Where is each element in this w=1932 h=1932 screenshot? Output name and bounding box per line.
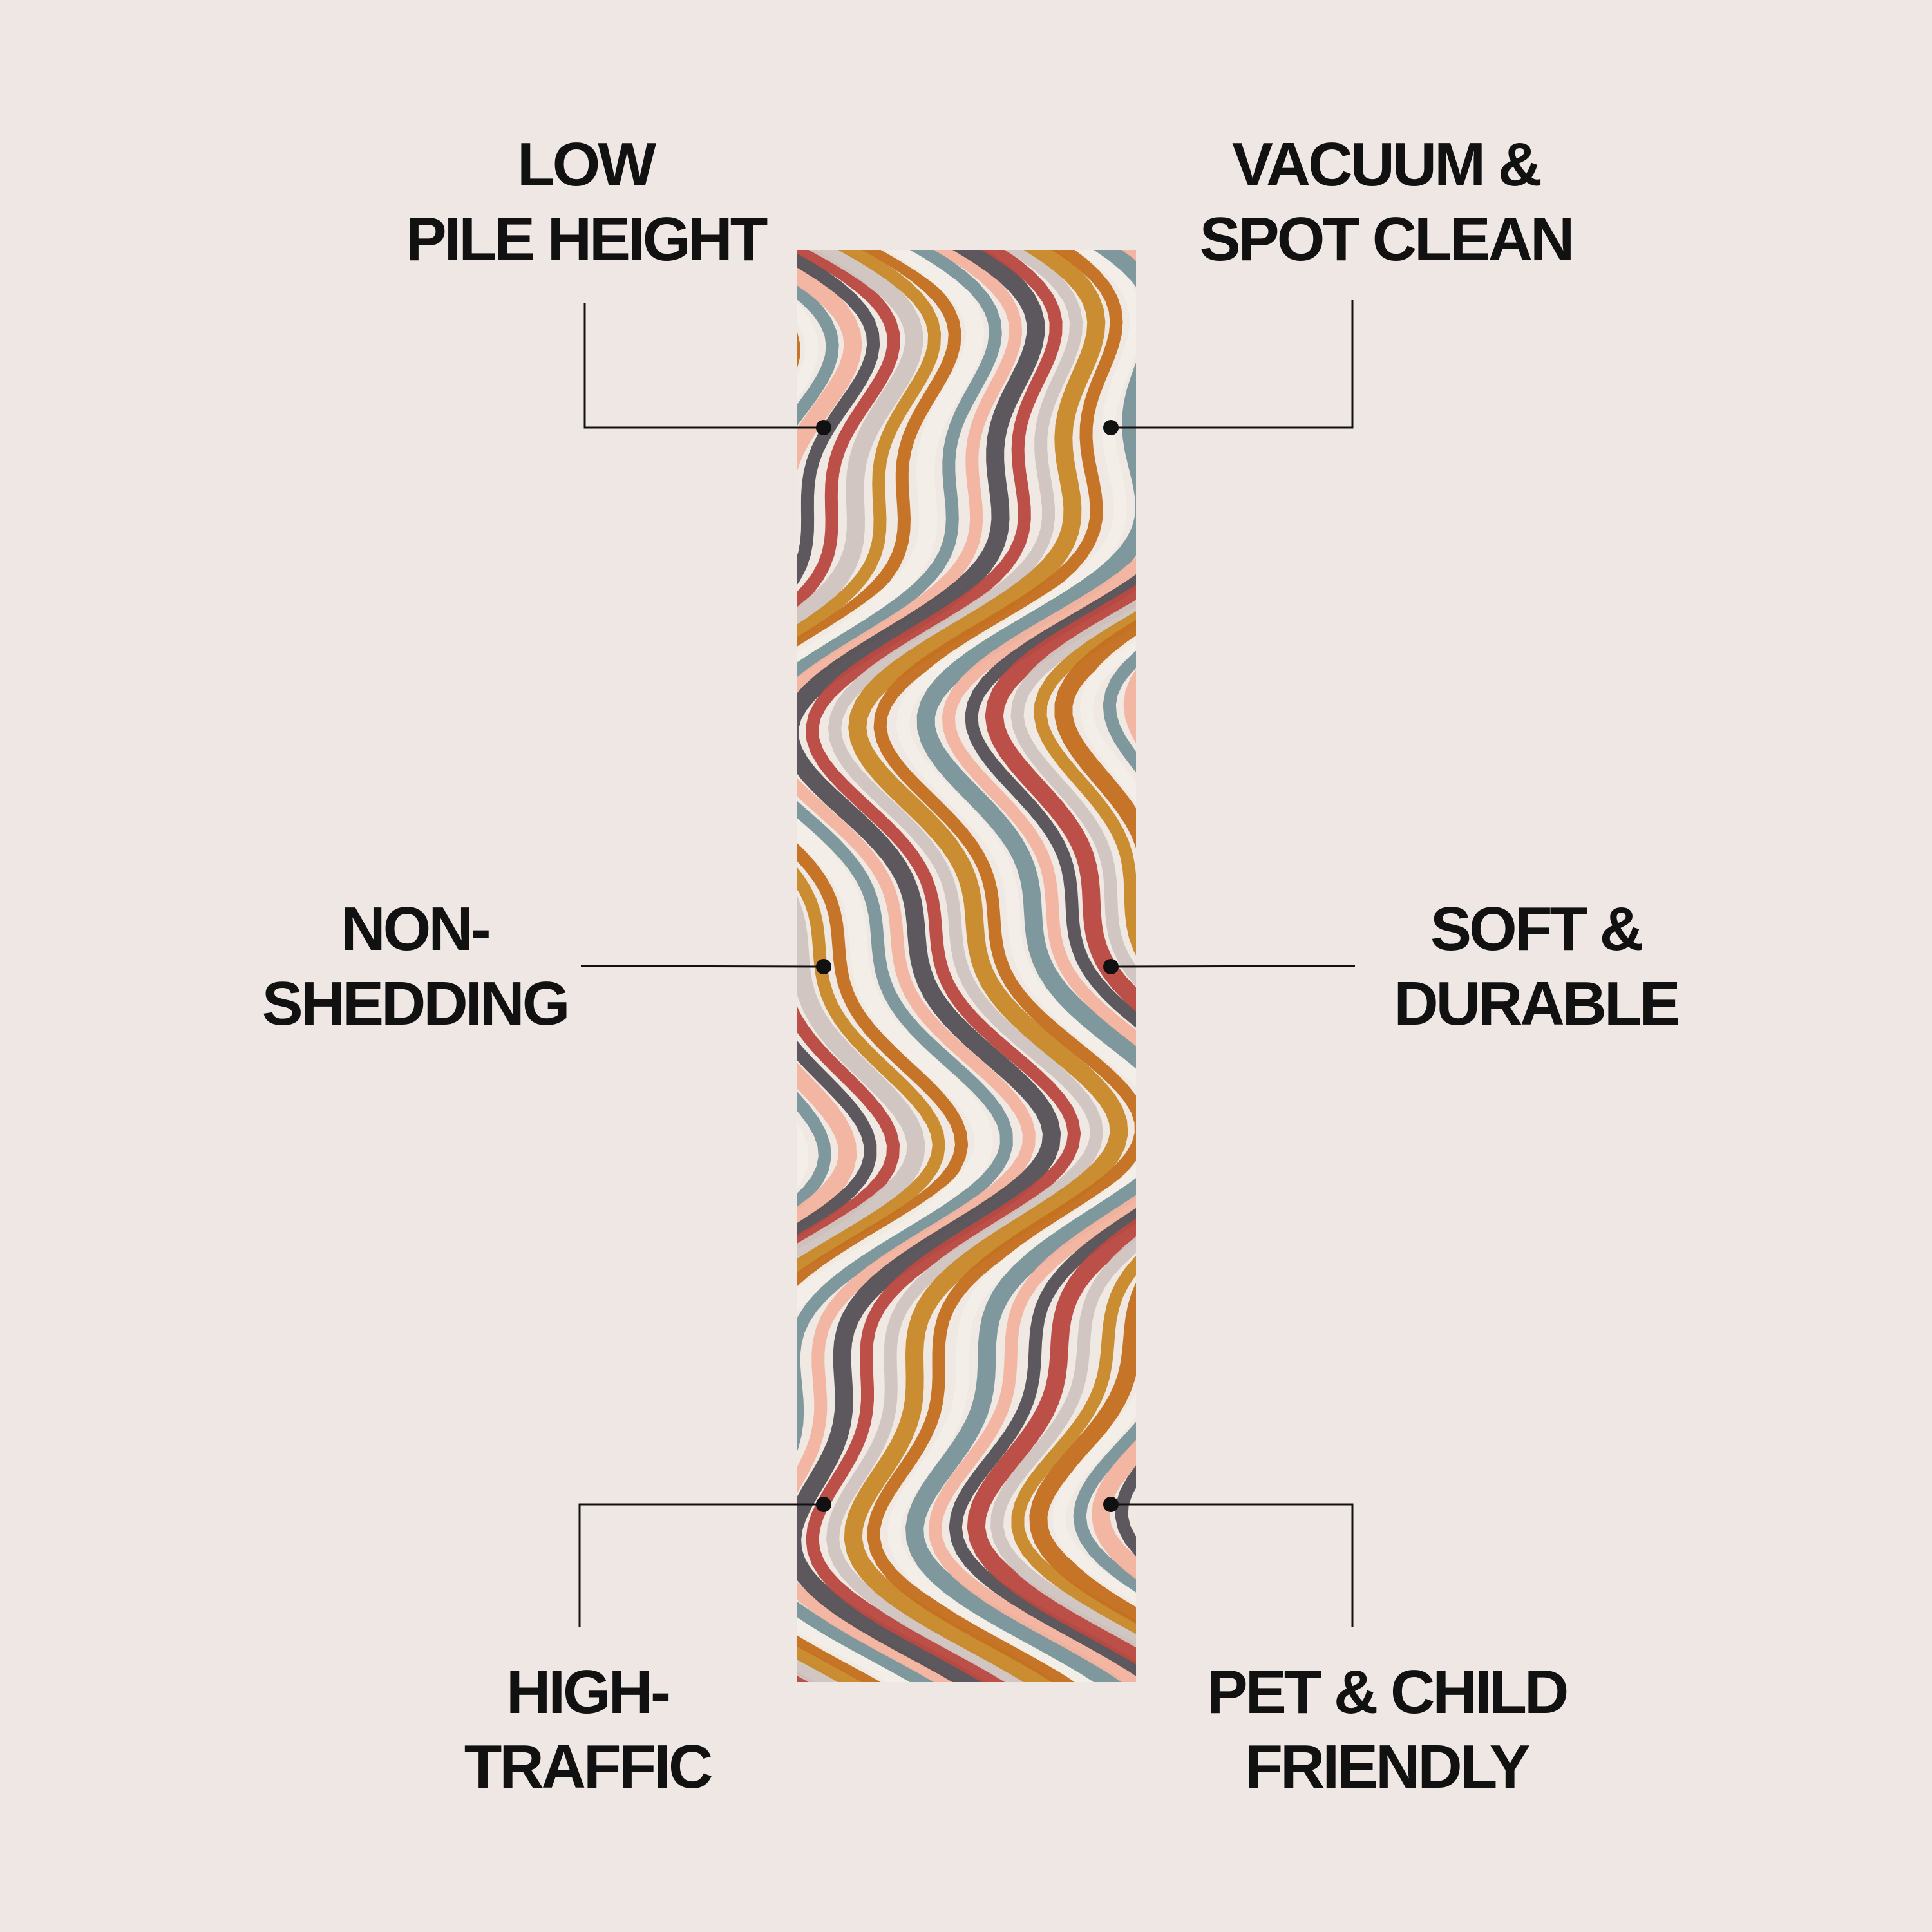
feature-soft-durable: SOFT & DURABLE (1311, 892, 1761, 1041)
rug-stripe (1029, 620, 1136, 1624)
feature-high-traffic-line2: TRAFFIC (464, 1732, 714, 1801)
rug-stripe (797, 250, 1036, 1682)
rug-stripe (797, 250, 1061, 1682)
rug-wave-pattern (797, 250, 1136, 1682)
rug-stripe (1052, 635, 1136, 1607)
rug-stripe (1092, 669, 1136, 1580)
feature-non-shedding: NON- SHEDDING (189, 892, 640, 1041)
rug-stripe (797, 250, 969, 1682)
rug-stripe (928, 250, 1136, 1682)
rug-stripe (867, 250, 1136, 1682)
rug-stripe (844, 250, 1128, 1682)
rug-stripe (905, 250, 1136, 1682)
rug-stripe (806, 250, 1081, 1682)
rug-runner-image (797, 250, 1136, 1682)
feature-vacuum-line1: VACUUM & (1231, 130, 1542, 199)
rug-stripe (797, 250, 900, 1682)
feature-pet-child-line1: PET & CHILD (1206, 1658, 1569, 1727)
feature-low-pile-line2: PILE HEIGHT (405, 205, 768, 274)
high-traffic-callout-line (578, 1503, 824, 1627)
rug-stripe (949, 574, 1136, 1676)
rug-stripe (887, 250, 1136, 1682)
rug-stripe (1073, 650, 1136, 1593)
feature-low-pile-line1: LOW (517, 130, 656, 199)
feature-high-traffic: HIGH- TRAFFIC (362, 1655, 813, 1804)
feature-soft-durable-line2: DURABLE (1394, 969, 1680, 1038)
rug-stripe (797, 250, 1013, 1682)
rug-stripe (1011, 611, 1136, 1634)
rug-stripe (797, 252, 880, 1238)
feature-soft-durable-line1: SOFT & (1430, 895, 1644, 963)
low-pile-callout-line (583, 303, 824, 429)
rug-stripe (797, 250, 993, 1682)
feature-non-shedding-line2: SHEDDING (261, 969, 571, 1038)
vacuum-callout-line (1111, 300, 1354, 429)
feature-pet-child-line2: FRIENDLY (1245, 1732, 1530, 1801)
feature-non-shedding-line1: NON- (341, 895, 491, 963)
feature-vacuum-spot-clean: VACUUM & SPOT CLEAN (1160, 128, 1611, 277)
feature-vacuum-line2: SPOT CLEAN (1199, 205, 1575, 274)
rug-stripe (826, 250, 1103, 1682)
feature-low-pile-height: LOW PILE HEIGHT (360, 128, 811, 277)
feature-pet-child-friendly: PET & CHILD FRIENDLY (1161, 1655, 1612, 1804)
pet-child-callout-line (1111, 1503, 1354, 1627)
feature-high-traffic-line1: HIGH- (506, 1658, 671, 1727)
